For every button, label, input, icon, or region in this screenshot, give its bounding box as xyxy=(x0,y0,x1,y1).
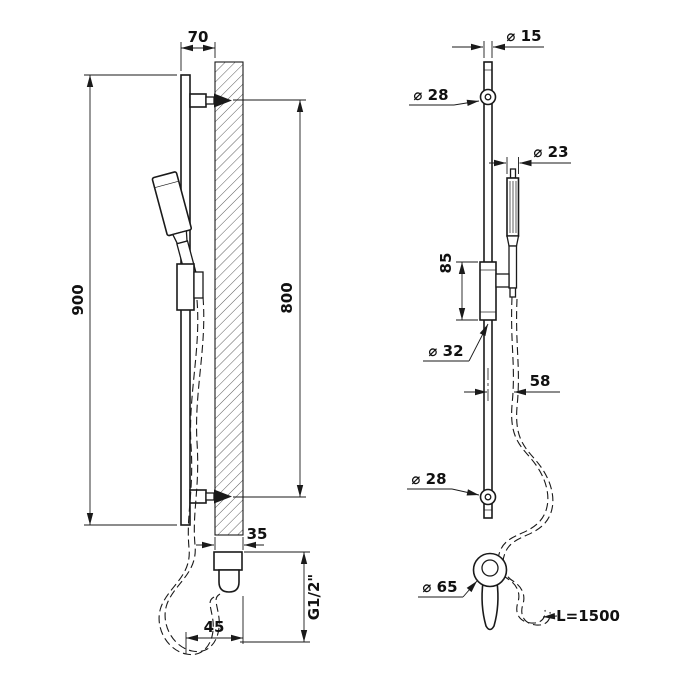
dim-d15-label: ⌀ 15 xyxy=(506,27,541,45)
dim-70-label: 70 xyxy=(188,28,209,46)
dim-45-label: 45 xyxy=(204,618,225,636)
upper-bracket-front xyxy=(479,88,497,106)
dim-top-width: 70 xyxy=(180,28,216,71)
dim-800-label: 800 xyxy=(278,282,296,313)
bottom-bracket-side xyxy=(189,489,232,504)
dim-d28-lower-label: ⌀ 28 xyxy=(411,470,446,488)
dim-slider-length: 85 xyxy=(437,253,478,321)
slider-side xyxy=(176,263,204,311)
dim-35-label: 35 xyxy=(247,525,268,543)
dim-wall-thickness: 35 xyxy=(196,525,267,550)
top-anchor-icon xyxy=(214,93,232,108)
outlet-swivel xyxy=(481,559,499,577)
hose-length-label: L=1500 xyxy=(556,607,620,625)
bottom-anchor-icon xyxy=(214,489,232,504)
dim-total-height: 900 xyxy=(69,74,177,526)
dim-thread: G1/2" xyxy=(240,551,323,643)
dim-58-label: 58 xyxy=(530,372,551,390)
hose-length-callout: L=1500 xyxy=(542,607,620,625)
dim-lower-bracket: ⌀ 28 xyxy=(407,470,480,496)
dim-outlet-offset: 45 xyxy=(185,596,244,654)
wall-section-hatch xyxy=(214,61,244,536)
thread-label: G1/2" xyxy=(305,574,323,620)
dim-handshower-diameter: ⌀ 23 xyxy=(489,143,571,174)
dim-handshower-offset: 58 xyxy=(464,368,560,402)
handshower-front xyxy=(506,168,520,298)
dim-upper-bracket: ⌀ 28 xyxy=(409,86,480,107)
hose-front xyxy=(497,296,554,626)
dim-85-label: 85 xyxy=(437,253,455,274)
dim-d65-label: ⌀ 65 xyxy=(422,578,457,596)
top-bracket-side xyxy=(189,93,232,108)
outlet-elbow-side xyxy=(213,551,243,593)
dim-d32-label: ⌀ 32 xyxy=(428,342,463,360)
hose-side xyxy=(158,296,221,656)
dim-outlet-diameter: ⌀ 65 xyxy=(418,578,478,598)
dim-d28-upper-label: ⌀ 28 xyxy=(413,86,448,104)
dim-900-label: 900 xyxy=(69,284,87,315)
water-outlet-front xyxy=(472,552,508,631)
dim-slider-diameter: ⌀ 32 xyxy=(423,323,489,362)
dim-d23-label: ⌀ 23 xyxy=(533,143,568,161)
lower-bracket-front xyxy=(479,488,497,506)
side-view: 70 900 800 35 45 xyxy=(69,28,323,656)
slider-front xyxy=(479,261,510,321)
dim-fixing-height: 800 xyxy=(233,99,306,498)
front-view: ⌀ 15 ⌀ 28 ⌀ 23 xyxy=(407,27,620,631)
dim-rail-diameter: ⌀ 15 xyxy=(452,27,544,58)
